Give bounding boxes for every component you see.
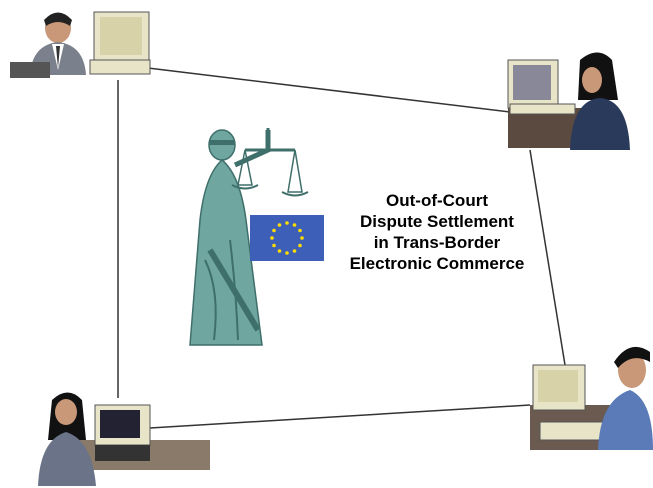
- eu-star-icon: [277, 249, 282, 253]
- eu-star-icon: [277, 223, 282, 227]
- diagram-caption: Out-of-Court Dispute Settlement in Trans…: [318, 190, 556, 274]
- link-top-right-bottom-right: [529, 149, 566, 366]
- link-bottom-left-bottom-right: [149, 404, 531, 429]
- connection-lines: [117, 67, 566, 429]
- eu-star-icon: [272, 228, 276, 233]
- eu-star-icon: [298, 243, 302, 248]
- eu-star-icon: [272, 243, 276, 248]
- eu-star-icon: [298, 228, 302, 233]
- woman-at-computer-icon: [38, 392, 210, 486]
- eu-star-icon: [292, 223, 297, 227]
- caption-line-3: in Trans-Border: [373, 233, 501, 252]
- lady-justice-statue-icon: [189, 128, 309, 346]
- caption-line-1: Out-of-Court: [386, 191, 488, 210]
- eu-star-icon: [285, 221, 289, 225]
- eu-star-icon: [285, 251, 289, 255]
- link-top-left-top-right: [147, 67, 511, 113]
- woman-at-computer-icon: [507, 52, 630, 150]
- eu-star-icon: [300, 236, 304, 240]
- man-typing-at-computer-icon: [530, 346, 653, 450]
- eu-flag-icon: [250, 215, 324, 261]
- eu-star-icon: [270, 236, 274, 240]
- caption-line-4: Electronic Commerce: [349, 254, 525, 273]
- caption-line-2: Dispute Settlement: [360, 212, 514, 231]
- businessman-at-computer-icon: [10, 11, 151, 78]
- eu-star-icon: [292, 249, 297, 253]
